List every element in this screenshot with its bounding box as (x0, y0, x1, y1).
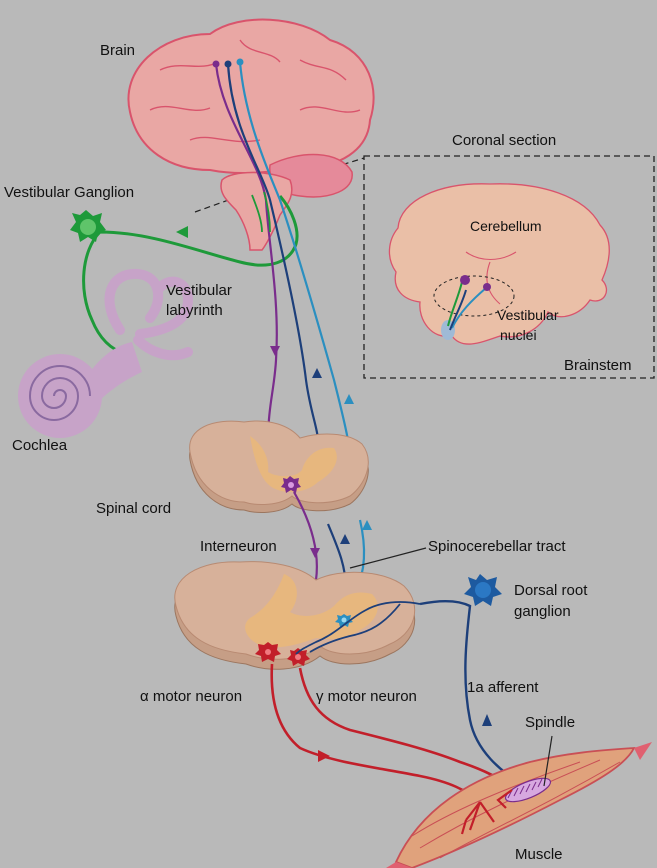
spindle-pointer (543, 735, 553, 787)
label-interneuron: Interneuron (200, 538, 277, 555)
gamma-motor-axon (298, 667, 514, 791)
gamma-motor-neuron-soma (287, 648, 310, 666)
afferent-arrow (482, 714, 492, 726)
label-1a-afferent: 1a afferent (467, 679, 539, 696)
label-spindle: Spindle (525, 714, 576, 731)
lower-spinal-cord-section (174, 561, 416, 670)
label-coronal-section: Coronal section (452, 132, 557, 149)
label-cochlea: Cochlea (12, 437, 68, 454)
spinocerebellar-pointer (349, 547, 427, 569)
ascending-arrow-light-2 (362, 520, 372, 530)
ascending-arrow-dark (312, 368, 322, 378)
alpha-motor-axon (270, 663, 481, 803)
coronal-brainstem-shape (388, 183, 610, 345)
label-dorsal-root-ganglion-2: ganglion (514, 603, 571, 620)
label-muscle: Muscle (515, 846, 563, 863)
label-brain: Brain (100, 42, 136, 59)
dorsal-root-ganglion-icon (464, 574, 502, 606)
label-vestibular-nuclei-1: Vestibular (497, 307, 559, 323)
coronal-section-box (363, 155, 655, 379)
ascending-arrow-dark-2 (340, 534, 350, 544)
vestibular-nerve (82, 195, 299, 356)
brain-shape (127, 18, 375, 251)
label-vestibular-nuclei-2: nuclei (500, 327, 537, 343)
muscle-shape (386, 742, 652, 868)
dark-blue-tract (226, 63, 320, 441)
neuromuscular-junction (460, 789, 513, 835)
label-spinal-cord: Spinal cord (96, 500, 172, 517)
muscle-spindle-icon (504, 777, 552, 803)
afferent-collateral-fibers (295, 601, 421, 655)
alpha-motor-neuron-soma (255, 642, 281, 662)
afferent-1a-fiber (419, 600, 527, 788)
label-dorsal-root-ganglion-1: Dorsal root (514, 582, 588, 599)
label-vestibular-labyrinth-1: Vestibular (166, 282, 232, 299)
label-vestibular-ganglion: Vestibular Ganglion (4, 184, 135, 201)
interneuron-soma-lower (335, 614, 353, 627)
vestibular-arrow (176, 226, 188, 238)
label-spinocerebellar-tract: Spinocerebellar tract (428, 538, 566, 555)
motor-arrow (318, 750, 330, 762)
light-blue-tract (238, 61, 354, 481)
interneuron-soma-upper (281, 476, 301, 493)
vestibular-ganglion-icon (70, 210, 106, 242)
upper-spinal-cord-section (189, 420, 369, 513)
label-vestibular-labyrinth-2: labyrinth (166, 302, 223, 319)
cochlea-icon (18, 354, 102, 438)
ascending-arrow-light (344, 394, 354, 404)
label-alpha-motor-neuron: α motor neuron (140, 688, 243, 705)
label-brainstem: Brainstem (564, 357, 632, 374)
descending-arrow-purple (270, 346, 280, 356)
label-cerebellum: Cerebellum (470, 218, 542, 234)
label-gamma-motor-neuron: γ motor neuron (316, 688, 417, 705)
green-tract-fibers (251, 191, 271, 233)
descending-arrow-purple-2 (310, 548, 320, 558)
